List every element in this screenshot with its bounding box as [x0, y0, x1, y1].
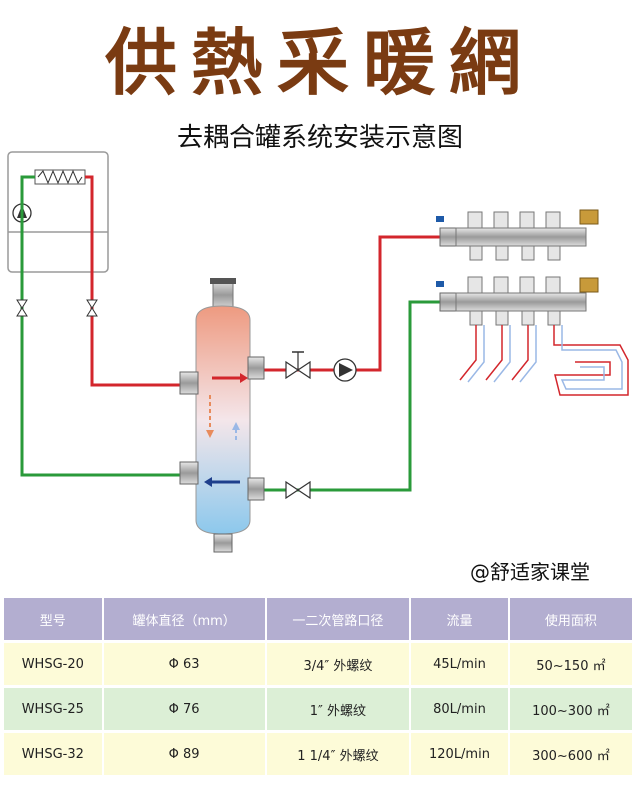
table-cell: 50~150 ㎡: [507, 643, 632, 685]
table-cell: 100~300 ㎡: [507, 688, 632, 730]
primary-supply-fitting: [179, 371, 199, 395]
table-row: WHSG-32 Φ 89 1 1/4″ 外螺纹 120L/min 300~600…: [4, 733, 632, 775]
watermark: @舒适家课堂: [470, 560, 590, 584]
column-header: 流量: [409, 598, 508, 640]
table-cell: 45L/min: [409, 643, 508, 685]
table-header-row: 型号 罐体直径（mm） 一二次管路口径 流量 使用面积: [4, 598, 632, 640]
spec-table: 型号 罐体直径（mm） 一二次管路口径 流量 使用面积 WHSG-20 Φ 63…: [4, 595, 632, 778]
table-row: WHSG-25 Φ 76 1″ 外螺纹 80L/min 100~300 ㎡: [4, 688, 632, 730]
column-header: 型号: [4, 598, 102, 640]
table-cell: 80L/min: [409, 688, 508, 730]
supply-ball-valve-icon: [436, 216, 444, 222]
supply-manifold: [436, 209, 599, 261]
table-cell: 300~600 ㎡: [507, 733, 632, 775]
return-valve-icon: [285, 480, 311, 500]
boiler-valve-icon: [16, 299, 98, 317]
secondary-return-fitting: [247, 477, 265, 501]
secondary-valve-icon: [285, 351, 311, 380]
column-header: 一二次管路口径: [264, 598, 410, 640]
cold-flow-arrow-icon: [204, 477, 212, 487]
table-cell: Φ 63: [101, 643, 265, 685]
table-cell: WHSG-20: [4, 643, 102, 685]
return-manifold: [436, 276, 599, 326]
table-cell: WHSG-32: [4, 733, 102, 775]
hot-flow-arrow-icon: [240, 373, 248, 383]
table-cell: Φ 89: [101, 733, 265, 775]
return-ball-valve-icon: [436, 281, 444, 287]
boiler-box: [7, 151, 109, 273]
air-vent-icon: [212, 279, 234, 311]
secondary-supply-fitting: [247, 356, 265, 380]
brand-logo: 供熱采暖網: [104, 20, 535, 105]
decoupling-tank: [179, 278, 265, 553]
table-row: WHSG-20 Φ 63 3/4″ 外螺纹 45L/min 50~150 ㎡: [4, 643, 632, 685]
table-cell: Φ 76: [101, 688, 265, 730]
table-cell: 120L/min: [409, 733, 508, 775]
primary-return-fitting: [179, 461, 199, 485]
column-header: 罐体直径（mm）: [101, 598, 265, 640]
drain-valve-icon: [213, 533, 233, 553]
column-header: 使用面积: [507, 598, 632, 640]
diagram-title: 去耦合罐系统安装示意图: [176, 123, 463, 153]
table-cell: 1″ 外螺纹: [264, 688, 410, 730]
table-cell: WHSG-25: [4, 688, 102, 730]
secondary-piping: [262, 235, 440, 492]
primary-piping: [20, 175, 185, 477]
table-cell: 3/4″ 外螺纹: [264, 643, 410, 685]
table-cell: 1 1/4″ 外螺纹: [264, 733, 410, 775]
system-diagram: [7, 151, 629, 553]
floor-heating-loop: [459, 325, 629, 396]
circulation-pump-icon: [333, 358, 357, 382]
